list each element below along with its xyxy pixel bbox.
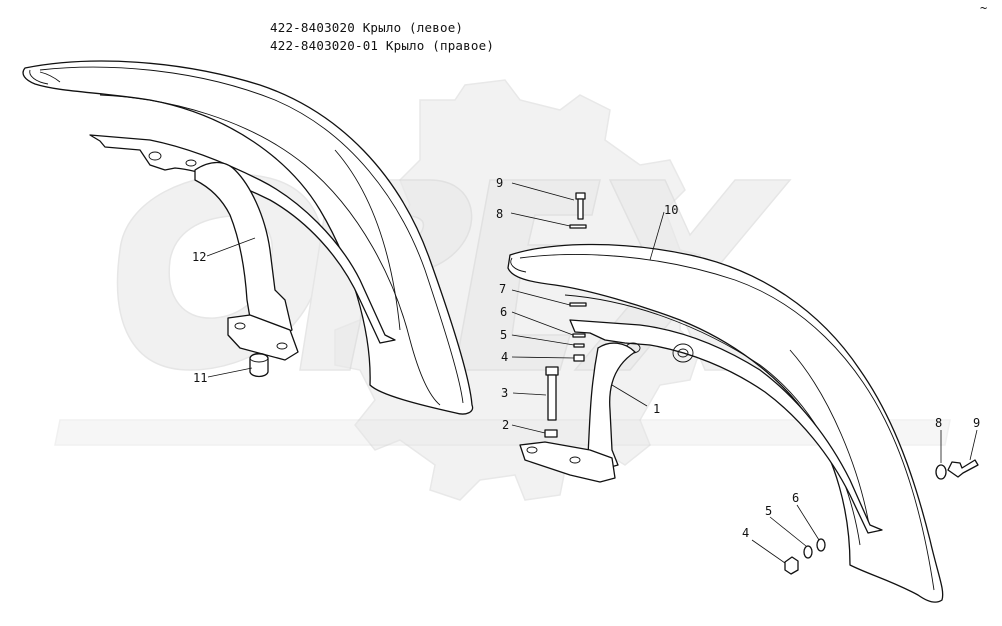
callout-8-top: 8	[496, 207, 503, 221]
left-bushing-11	[249, 352, 269, 378]
callout-5-right: 5	[765, 504, 772, 518]
washer-8-right	[935, 464, 947, 480]
callout-3: 3	[501, 386, 508, 400]
drawing-title-right: 422-8403020-01 Крыло (правое)	[270, 38, 495, 53]
callout-2: 2	[502, 418, 509, 432]
bolt-9-right	[947, 459, 979, 478]
washer-6-right	[816, 538, 826, 552]
callout-4-center: 4	[501, 350, 508, 364]
drawing-title-left: 422-8403020 Крыло (левое)	[270, 20, 464, 35]
callout-6-center: 6	[500, 305, 507, 319]
right-fender-10	[507, 243, 944, 603]
bolt-9-top	[575, 192, 586, 220]
callout-11: 11	[193, 371, 207, 385]
spacer-6-center	[572, 333, 586, 338]
washer-5-center	[573, 343, 585, 348]
callout-7: 7	[499, 282, 506, 296]
left-fender-strut-12	[194, 161, 299, 361]
callout-labels: 9 8 7 6 5 4 3 2 1 10 12 11 8 9 4 5 6 ~	[192, 1, 987, 540]
right-fender-strut-1	[519, 342, 636, 483]
left-fender	[22, 60, 474, 415]
washer-8-top	[569, 224, 587, 229]
washer-7	[569, 302, 587, 307]
callout-1: 1	[653, 402, 660, 416]
corner-mark: ~	[980, 1, 987, 15]
callout-4-right: 4	[742, 526, 749, 540]
callout-5-center: 5	[500, 328, 507, 342]
callout-9-right: 9	[973, 416, 980, 430]
washer-5-right	[803, 545, 813, 559]
pin-2	[544, 429, 558, 438]
callout-8-right: 8	[935, 416, 942, 430]
nut-4-right	[784, 556, 799, 575]
callout-12: 12	[192, 250, 206, 264]
callout-6-right: 6	[792, 491, 799, 505]
nut-4-center	[573, 354, 585, 362]
leader-lines	[206, 182, 978, 564]
callout-9-top: 9	[496, 176, 503, 190]
bolt-3	[545, 366, 559, 421]
callout-10: 10	[664, 203, 678, 217]
